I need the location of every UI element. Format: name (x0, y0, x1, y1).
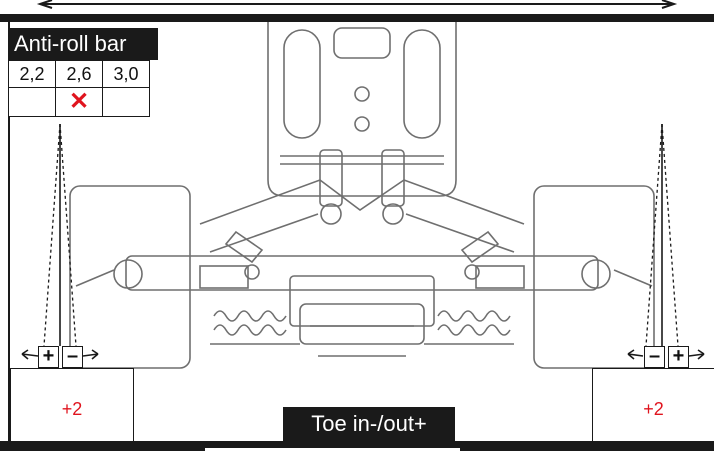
right-toe-minus-box: – (644, 346, 665, 368)
arb-option-0: 2,2 (8, 60, 56, 88)
left-toe-plus-box: + (38, 346, 59, 368)
right-toe-value: +2 (592, 368, 714, 442)
toe-label: Toe in-/out+ (283, 407, 455, 441)
arb-mark-cell-2 (102, 87, 150, 117)
left-frame-rail (0, 22, 10, 451)
arb-option-2: 3,0 (102, 60, 150, 88)
right-wheel (533, 185, 655, 369)
left-toe-value: +2 (10, 368, 134, 442)
arb-mark-cell-1: ✕ (55, 87, 103, 117)
left-wheel (69, 185, 191, 369)
right-toe-plus-box: + (668, 346, 689, 368)
bottom-frame-bar (0, 441, 714, 451)
left-toe-minus-box: – (62, 346, 83, 368)
bottom-frame-gap (205, 448, 460, 451)
top-separator-bar (0, 14, 714, 22)
chassis-plate (267, 22, 457, 197)
right-spring (437, 310, 511, 322)
selected-x-mark: ✕ (68, 88, 90, 115)
front-axle-bar (125, 255, 599, 291)
anti-roll-bar-title: Anti-roll bar (8, 28, 158, 60)
anti-roll-bar-table: 2,2 2,6 3,0 ✕ (8, 60, 150, 117)
left-spring (213, 310, 287, 322)
arb-option-1: 2,6 (55, 60, 103, 88)
arb-mark-cell-0 (8, 87, 56, 117)
